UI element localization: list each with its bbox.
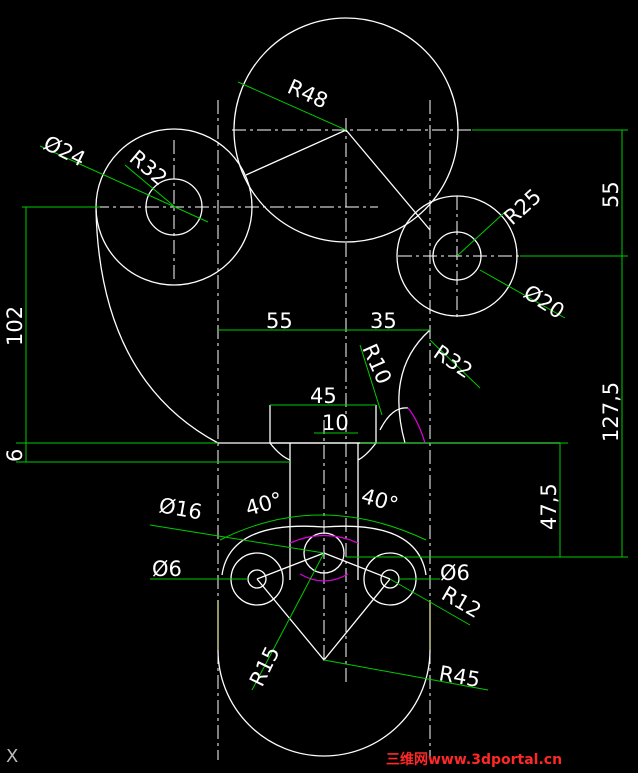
label-w45: 45	[310, 384, 337, 408]
r32-left-leader	[124, 164, 176, 208]
angle-leg-right	[323, 552, 391, 580]
right-circle-r25	[396, 195, 518, 317]
d20-leader	[479, 269, 566, 319]
r12-leader	[389, 578, 471, 626]
label-h35: 35	[370, 309, 397, 333]
label-v6: 6	[3, 449, 27, 462]
label-h102: 102	[3, 306, 27, 346]
watermark: 三维网www.3dportal.cn	[386, 751, 562, 768]
right-r32-arc	[398, 329, 431, 444]
bottom-r45-arc	[217, 649, 431, 757]
label-v55: 55	[599, 181, 623, 208]
ucs-icon-label: X	[6, 746, 18, 767]
r10-leader	[359, 344, 383, 416]
boss-outline	[269, 405, 377, 444]
angle-arc	[219, 514, 427, 541]
r48-leader	[237, 81, 347, 131]
r25-leader	[456, 211, 506, 257]
arc-highlight-top	[289, 534, 359, 544]
big-circle-r48	[233, 17, 459, 243]
dimension-lines	[16, 81, 628, 691]
r10-fillet	[379, 407, 409, 431]
label-v47-5: 47,5	[537, 483, 561, 530]
label-w10: 10	[322, 411, 349, 435]
r15-leader	[251, 552, 325, 691]
shaft-fillet-left	[269, 442, 291, 461]
center-hole-d16	[303, 532, 345, 574]
label-d6-left: Ø6	[152, 557, 182, 581]
angle-leg-left	[256, 552, 325, 580]
r32-right-leader	[429, 339, 481, 389]
r45-leader	[323, 659, 489, 691]
shaft-fillet-right	[357, 442, 377, 461]
label-v127-5: 127,5	[599, 382, 623, 442]
arc-highlight-bottom	[299, 573, 349, 582]
d16-leader	[149, 524, 325, 554]
label-h55: 55	[266, 309, 293, 333]
d24-leader	[39, 145, 209, 223]
left-hole-d24	[145, 178, 203, 236]
right-hole-d20	[432, 231, 482, 281]
fillet-highlight	[407, 407, 426, 444]
arm-outer-arc	[221, 525, 427, 576]
left-outer-arc	[95, 209, 219, 444]
label-d6-right: Ø6	[440, 561, 470, 585]
